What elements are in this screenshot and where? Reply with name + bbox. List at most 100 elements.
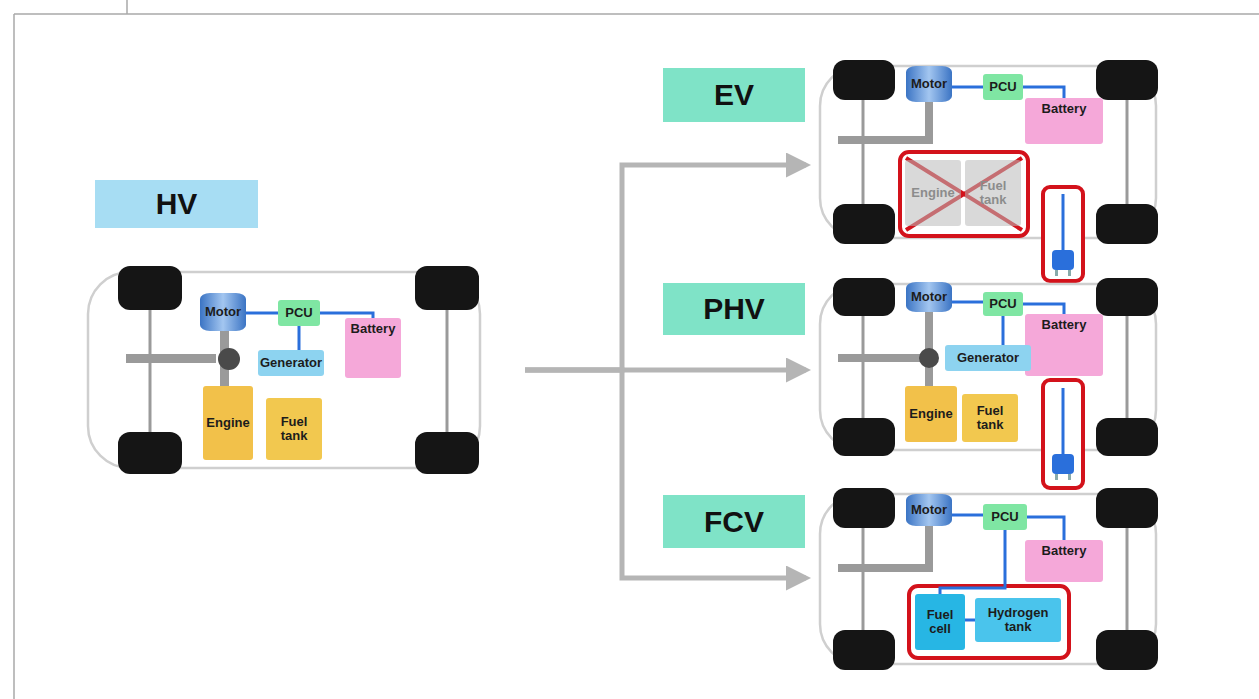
part-name: Battery xyxy=(1042,318,1087,332)
plug-highlight xyxy=(1043,380,1083,488)
part-name: PCU xyxy=(989,297,1016,311)
drive-shaft xyxy=(925,526,933,572)
wheel xyxy=(833,60,895,100)
power-wire xyxy=(952,86,983,89)
fuel-tank-part: Fuel tank xyxy=(266,398,322,460)
wheel xyxy=(833,204,895,244)
pcu-part: PCU xyxy=(278,300,320,326)
frame-line xyxy=(14,13,1259,15)
power-wire xyxy=(298,326,301,350)
axle xyxy=(862,95,865,210)
motor-part: Motor xyxy=(906,66,952,102)
phv-car-drawing xyxy=(820,278,1158,488)
fuel-cell-part: Fuel cell xyxy=(915,594,965,650)
wheel xyxy=(1096,204,1158,244)
part-name: Battery xyxy=(1042,544,1087,558)
plug-pin xyxy=(1068,474,1071,480)
vehicle-type-label: EV xyxy=(663,68,805,122)
drive-shaft xyxy=(126,354,216,363)
vehicle-type-text: FCV xyxy=(704,505,764,539)
vehicle-node: HVMotorPCUGeneratorBatteryEngineFuel tan… xyxy=(88,272,480,468)
removed-engine-part: Engine xyxy=(905,160,961,226)
charging-plug xyxy=(1052,454,1074,474)
engine-part: Engine xyxy=(203,386,253,460)
vehicle-type-text: HV xyxy=(156,187,198,221)
part-name: Motor xyxy=(911,503,947,517)
charging-plug xyxy=(1052,250,1074,270)
axle xyxy=(1126,95,1129,210)
part-name: Generator xyxy=(957,351,1019,365)
part-name: Engine xyxy=(911,186,954,200)
power-wire xyxy=(952,514,983,517)
power-wire xyxy=(1027,517,1064,540)
conversion-arrow xyxy=(525,165,806,370)
wheel xyxy=(1096,278,1158,316)
fuel-tank-part: Fuel tank xyxy=(962,394,1018,442)
plug-pin xyxy=(1068,270,1071,276)
wheel xyxy=(118,432,182,474)
vehicle-type-label: FCV xyxy=(663,495,805,548)
charging-cable xyxy=(1062,194,1065,252)
drive-shaft xyxy=(838,354,922,362)
plug-pin xyxy=(1055,474,1058,480)
wheel xyxy=(1096,60,1158,100)
fcv-car-drawing xyxy=(820,488,1158,670)
drive-shaft xyxy=(838,564,926,572)
conversion-arrow xyxy=(525,370,806,578)
pcu-part: PCU xyxy=(983,504,1027,530)
axle xyxy=(862,312,865,422)
vehicle-type-label: HV xyxy=(95,180,258,228)
new-part-highlight xyxy=(909,586,1069,658)
power-wire xyxy=(246,312,278,315)
wheel xyxy=(833,278,895,316)
drive-shaft xyxy=(838,136,926,144)
part-name: Battery xyxy=(351,322,396,336)
wheel xyxy=(833,630,895,670)
power-wire xyxy=(965,619,975,622)
wheel xyxy=(1096,488,1158,528)
vehicle-type-text: PHV xyxy=(703,292,765,326)
hydrogen-tank-part: Hydrogen tank xyxy=(975,598,1061,642)
motor-part: Motor xyxy=(906,494,952,526)
part-name: PCU xyxy=(989,80,1016,94)
plug-pin xyxy=(1055,270,1058,276)
page-frame xyxy=(14,0,1259,699)
wheel xyxy=(118,266,182,310)
part-name: Fuel tank xyxy=(964,404,1016,433)
removed-fuel-tank-part: Fuel tank xyxy=(965,160,1021,226)
battery-part: Battery xyxy=(1025,98,1103,144)
drive-shaft xyxy=(925,102,933,144)
vehicle-node: PHVMotorPCUBatteryGeneratorEngineFuel ta… xyxy=(820,284,1156,450)
removed-cross xyxy=(906,158,1022,230)
axle xyxy=(1126,522,1129,636)
plug-highlight xyxy=(1043,187,1083,281)
engine-part: Engine xyxy=(905,386,957,442)
part-name: Motor xyxy=(911,290,947,304)
battery-part: Battery xyxy=(345,318,401,378)
part-name: Battery xyxy=(1042,102,1087,116)
axle xyxy=(862,522,865,636)
battery-part: Battery xyxy=(1025,540,1103,582)
wheel xyxy=(415,266,479,310)
pcu-part: PCU xyxy=(983,292,1023,316)
part-name: Generator xyxy=(260,356,322,370)
part-name: Engine xyxy=(909,407,952,421)
axle xyxy=(149,300,152,445)
vehicle-type-text: EV xyxy=(714,78,754,112)
charging-cable xyxy=(1062,388,1065,456)
power-wire xyxy=(952,301,983,304)
power-wire xyxy=(940,530,1005,594)
part-name: Fuel tank xyxy=(268,415,320,444)
part-name: Motor xyxy=(911,77,947,91)
wheel xyxy=(1096,630,1158,670)
battery-part: Battery xyxy=(1025,314,1103,376)
frame-line xyxy=(13,14,15,699)
wheel xyxy=(415,432,479,474)
wheel xyxy=(833,418,895,456)
removed-highlight xyxy=(900,152,1028,236)
part-name: Fuel tank xyxy=(967,179,1019,208)
generator-part: Generator xyxy=(258,350,324,376)
removed-cross xyxy=(906,158,1022,230)
power-wire xyxy=(1023,87,1064,98)
motor-part: Motor xyxy=(906,282,952,312)
